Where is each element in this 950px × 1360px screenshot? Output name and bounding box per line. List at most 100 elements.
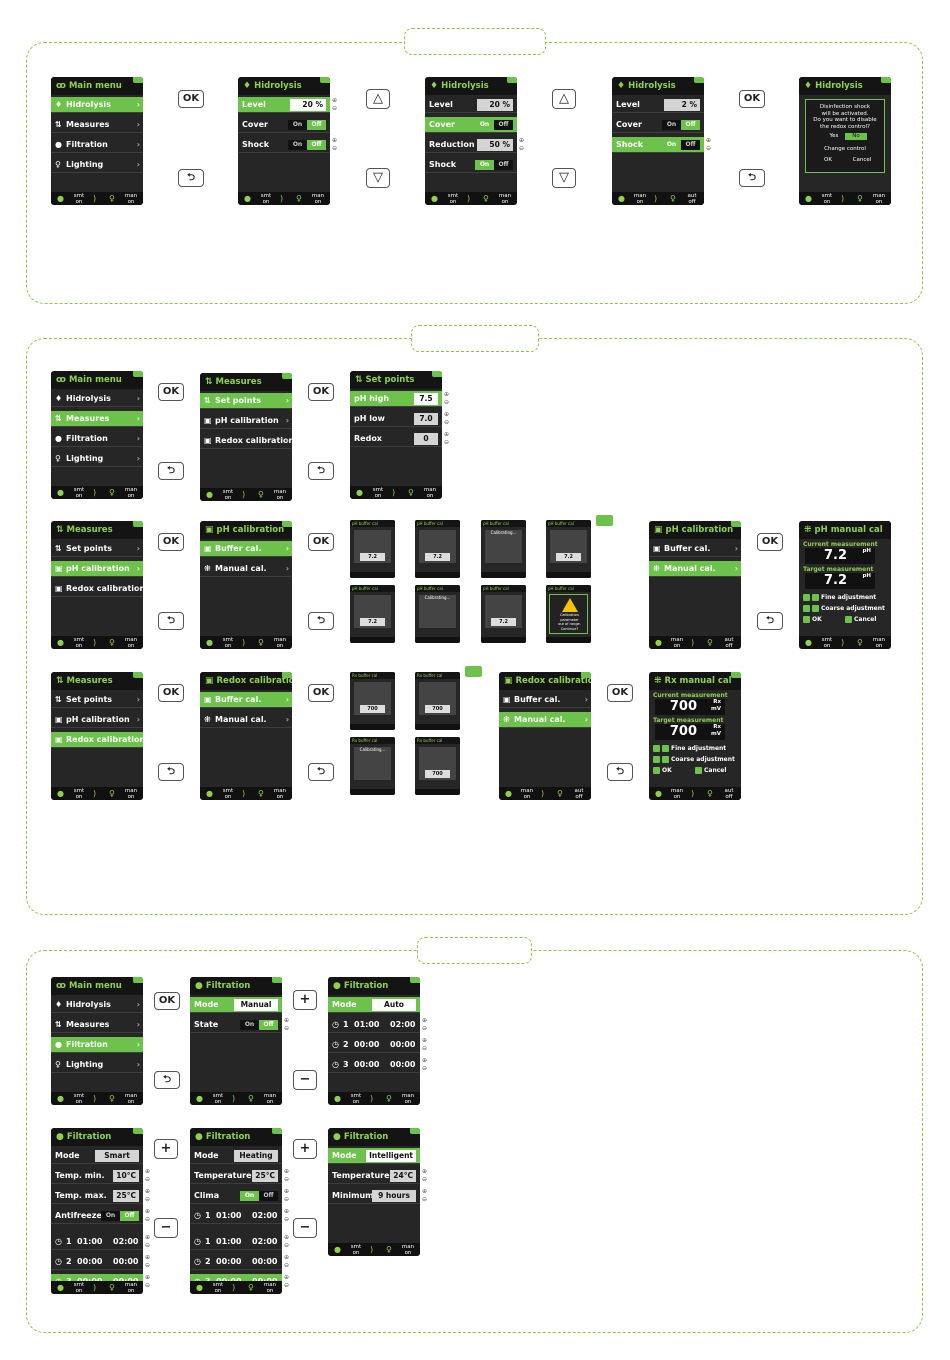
menu-item-buffer-cal[interactable]: ▣Buffer cal.› xyxy=(499,692,591,708)
back-button[interactable]: ⮌ xyxy=(158,462,184,480)
plus-icon[interactable]: ⊕ xyxy=(283,1017,290,1024)
minus-icon[interactable]: ⊖ xyxy=(283,1025,290,1032)
minus-icon[interactable]: ⊖ xyxy=(421,1176,428,1183)
minus-icon[interactable]: ⊖ xyxy=(283,1262,290,1269)
menu-item-lighting[interactable]: ♀Lighting› xyxy=(51,1057,143,1073)
menu-item-measures[interactable]: ⇅Measures› xyxy=(51,411,143,427)
ok-button[interactable]: OK xyxy=(308,684,334,702)
minus-icon[interactable]: ⊖ xyxy=(421,1045,428,1052)
plus-button[interactable]: + xyxy=(293,990,317,1010)
plus-icon[interactable]: ⊕ xyxy=(443,411,450,418)
plus-icon[interactable]: ⊕ xyxy=(144,1208,151,1215)
plus-icon[interactable]: ⊕ xyxy=(443,391,450,398)
minus-icon[interactable]: ⊖ xyxy=(144,1242,151,1249)
plus-icon[interactable]: ⊕ xyxy=(421,1168,428,1175)
plus-icon[interactable]: ⊕ xyxy=(331,97,338,104)
minus-icon[interactable]: ⊖ xyxy=(144,1196,151,1203)
menu-item-measures[interactable]: ⇅Measures› xyxy=(51,117,143,133)
menu-item-redox-calibration[interactable]: ▣Redox calibration› xyxy=(51,581,143,597)
plus-icon[interactable]: ⊕ xyxy=(421,1057,428,1064)
plus-icon[interactable]: ⊕ xyxy=(331,137,338,144)
menu-item-ph-calibration[interactable]: ▣pH calibration› xyxy=(51,712,143,728)
up-button[interactable]: △ xyxy=(552,89,576,109)
yes-button[interactable]: Yes xyxy=(829,133,839,139)
plus-icon[interactable]: ⊕ xyxy=(283,1274,290,1281)
menu-item-filtration[interactable]: ●Filtration› xyxy=(51,137,143,153)
no-button[interactable]: No xyxy=(845,133,867,140)
menu-item-set-points[interactable]: ⇅Set points› xyxy=(51,692,143,708)
plus-icon[interactable]: ⊕ xyxy=(421,1037,428,1044)
back-button[interactable]: ⮌ xyxy=(158,763,184,781)
plus-icon[interactable]: ⊕ xyxy=(144,1234,151,1241)
back-button[interactable]: ⮌ xyxy=(757,612,783,630)
minus-icon[interactable]: ⊖ xyxy=(283,1176,290,1183)
menu-item-set-points[interactable]: ⇅Set points› xyxy=(200,393,292,409)
minus-icon[interactable]: ⊖ xyxy=(283,1196,290,1203)
ok-button[interactable]: OK xyxy=(607,684,633,702)
back-button[interactable]: ⮌ xyxy=(158,612,184,630)
back-button[interactable]: ⮌ xyxy=(308,763,334,781)
minus-button[interactable]: − xyxy=(293,1218,317,1238)
plus-icon[interactable]: ⊕ xyxy=(144,1274,151,1281)
minus-icon[interactable]: ⊖ xyxy=(421,1025,428,1032)
cancel-hint[interactable]: Cancel xyxy=(845,616,876,623)
minus-button[interactable]: − xyxy=(293,1070,317,1090)
ok-button[interactable]: OK xyxy=(739,90,765,108)
menu-item-ph-calibration[interactable]: ▣pH calibration› xyxy=(200,413,292,429)
menu-item-lighting[interactable]: ♀Lighting› xyxy=(51,451,143,467)
minus-icon[interactable]: ⊖ xyxy=(331,145,338,152)
row-temp-min[interactable]: Temp. min.10°C xyxy=(51,1168,143,1184)
plus-icon[interactable]: ⊕ xyxy=(283,1234,290,1241)
back-button[interactable]: ⮌ xyxy=(178,169,204,187)
back-button[interactable]: ⮌ xyxy=(154,1071,180,1089)
back-button[interactable]: ⮌ xyxy=(607,763,633,781)
ok-button[interactable]: OK xyxy=(757,533,783,551)
menu-item-manual-cal[interactable]: ⁜Manual cal.› xyxy=(200,561,292,577)
minus-icon[interactable]: ⊖ xyxy=(283,1242,290,1249)
minus-icon[interactable]: ⊖ xyxy=(283,1282,290,1289)
cancel-hint[interactable]: Cancel xyxy=(695,767,726,774)
plus-icon[interactable]: ⊕ xyxy=(144,1168,151,1175)
menu-item-hidrolysis[interactable]: ♦Hidrolysis› xyxy=(51,97,143,113)
ok-button[interactable]: OK xyxy=(178,90,204,108)
plus-icon[interactable]: ⊕ xyxy=(421,1188,428,1195)
plus-button[interactable]: + xyxy=(293,1139,317,1159)
menu-item-manual-cal[interactable]: ⁜Manual cal.› xyxy=(649,561,741,577)
ok-hint[interactable]: OK xyxy=(803,616,822,623)
plus-icon[interactable]: ⊕ xyxy=(518,137,525,144)
minus-icon[interactable]: ⊖ xyxy=(144,1282,151,1289)
menu-item-lighting[interactable]: ♀Lighting› xyxy=(51,157,143,173)
minus-icon[interactable]: ⊖ xyxy=(144,1262,151,1269)
plus-icon[interactable]: ⊕ xyxy=(144,1254,151,1261)
ok-button[interactable]: OK xyxy=(154,992,180,1010)
menu-item-hidrolysis[interactable]: ♦Hidrolysis› xyxy=(51,391,143,407)
menu-item-manual-cal[interactable]: ⁜Manual cal.› xyxy=(200,712,292,728)
minus-icon[interactable]: ⊖ xyxy=(443,419,450,426)
